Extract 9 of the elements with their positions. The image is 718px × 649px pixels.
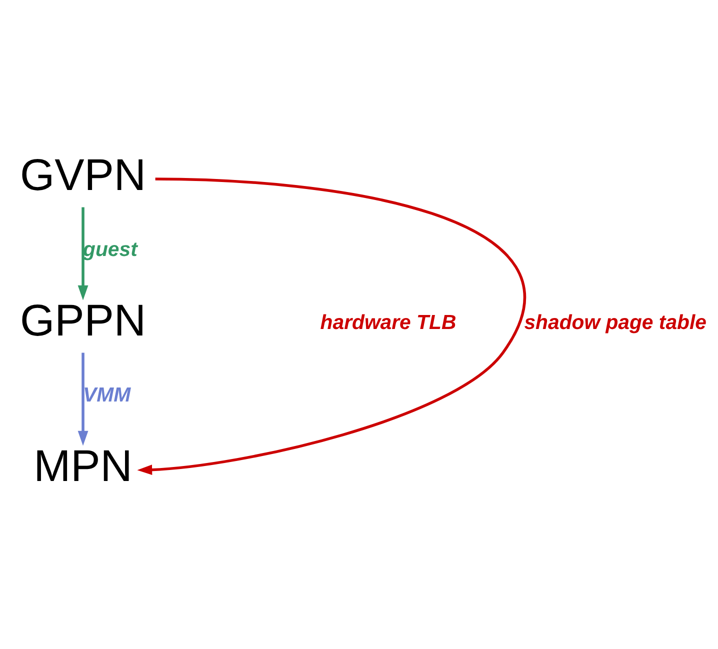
edge-label: shadow page table xyxy=(524,312,706,334)
node-text: MPN xyxy=(34,442,132,492)
label: hardware TLB xyxy=(320,312,456,334)
edge-label: VMM xyxy=(83,384,131,407)
arrow xyxy=(78,207,88,300)
node-text: GPPN xyxy=(20,296,146,346)
arrow xyxy=(78,352,88,446)
node-text: GVPN xyxy=(20,151,146,200)
arrow xyxy=(137,178,526,476)
